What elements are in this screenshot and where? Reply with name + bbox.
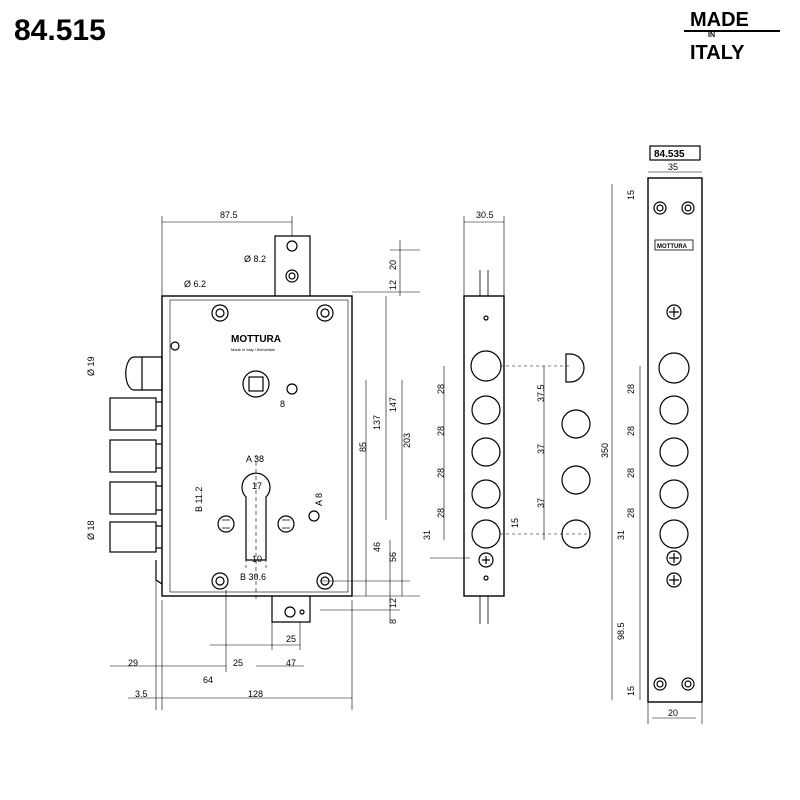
dim-v147: 147 (388, 397, 398, 412)
dim-h25a: 25 (286, 634, 296, 644)
front-bolts (109, 356, 163, 553)
faceplate (647, 145, 703, 703)
bolt-sections (561, 353, 591, 549)
dim-v56: 56 (388, 552, 398, 562)
dim-w30-5: 30.5 (476, 210, 494, 220)
dim-h47: 47 (286, 658, 296, 668)
made-in-italy-line3: ITALY (690, 42, 745, 64)
dim-side-28b: 28 (436, 426, 446, 436)
dim-h29: 29 (128, 658, 138, 668)
plate-model: 84.535 (654, 149, 685, 160)
dim-v12b: 12 (388, 598, 398, 608)
dim-plate-31: 31 (616, 530, 626, 540)
dim-v8: 8 (388, 619, 398, 624)
dim-a38: A 38 (246, 454, 264, 464)
dim-side-37a: 37 (536, 444, 546, 454)
dim-side-15: 15 (510, 518, 520, 528)
dim-v46: 46 (372, 542, 382, 552)
dim-10: 10 (252, 554, 262, 564)
dim-plate-98-5: 98.5 (616, 622, 626, 640)
made-in-italy-line1: MADE (690, 9, 749, 31)
dimension-lines (110, 171, 703, 724)
dim-side-28a: 28 (436, 384, 446, 394)
dim-side-31: 31 (422, 530, 432, 540)
dim-hole-6-2: Ø 6.2 (184, 279, 206, 289)
dim-hole-8-2: Ø 8.2 (244, 254, 266, 264)
dim-plate-15-top: 15 (626, 190, 636, 200)
body-brand-sub: Made in Italy / Brevettato (231, 347, 276, 352)
dim-sq8: 8 (280, 399, 285, 409)
lock-body (155, 235, 353, 623)
dim-h25b: 25 (233, 658, 243, 668)
dim-b30-6: B 30.6 (240, 572, 266, 582)
dim-h3-5: 3.5 (135, 689, 148, 699)
dim-plate-350: 350 (600, 443, 610, 458)
dim-v137: 137 (372, 415, 382, 430)
dim-b11-2: B 11.2 (194, 487, 204, 512)
dim-v85: 85 (358, 442, 368, 452)
side-view (463, 270, 505, 624)
dim-d19: Ø 19 (86, 356, 96, 376)
dim-plate-28a: 28 (626, 384, 636, 394)
dim-17: 17 (252, 481, 262, 491)
dim-v203: 203 (402, 433, 412, 448)
dim-plate-28d: 28 (626, 508, 636, 518)
made-in-italy-logo: MADE IN ITALY (684, 9, 780, 64)
dim-v12: 12 (388, 280, 398, 290)
model-number: 84.515 (14, 14, 106, 47)
dim-side-37-5: 37.5 (536, 384, 546, 402)
dim-plate-35: 35 (668, 162, 678, 172)
dim-plate-20: 20 (668, 708, 678, 718)
dim-h128: 128 (248, 689, 263, 699)
dim-side-28c: 28 (436, 468, 446, 478)
dim-plate-15-bottom: 15 (626, 686, 636, 696)
made-in-italy-line2: IN (708, 32, 715, 39)
plate-brand: MOTTURA (657, 244, 688, 250)
dim-87-5: 87.5 (220, 210, 238, 220)
dim-side-37b: 37 (536, 498, 546, 508)
dim-v20: 20 (388, 260, 398, 270)
dim-plate-28c: 28 (626, 468, 636, 478)
dim-plate-28b: 28 (626, 426, 636, 436)
dim-a8: A 8 (314, 493, 324, 506)
body-brand: MOTTURA (231, 334, 281, 345)
dim-side-28d: 28 (436, 508, 446, 518)
dim-h64: 64 (203, 675, 213, 685)
dim-d18: Ø 18 (86, 520, 96, 540)
